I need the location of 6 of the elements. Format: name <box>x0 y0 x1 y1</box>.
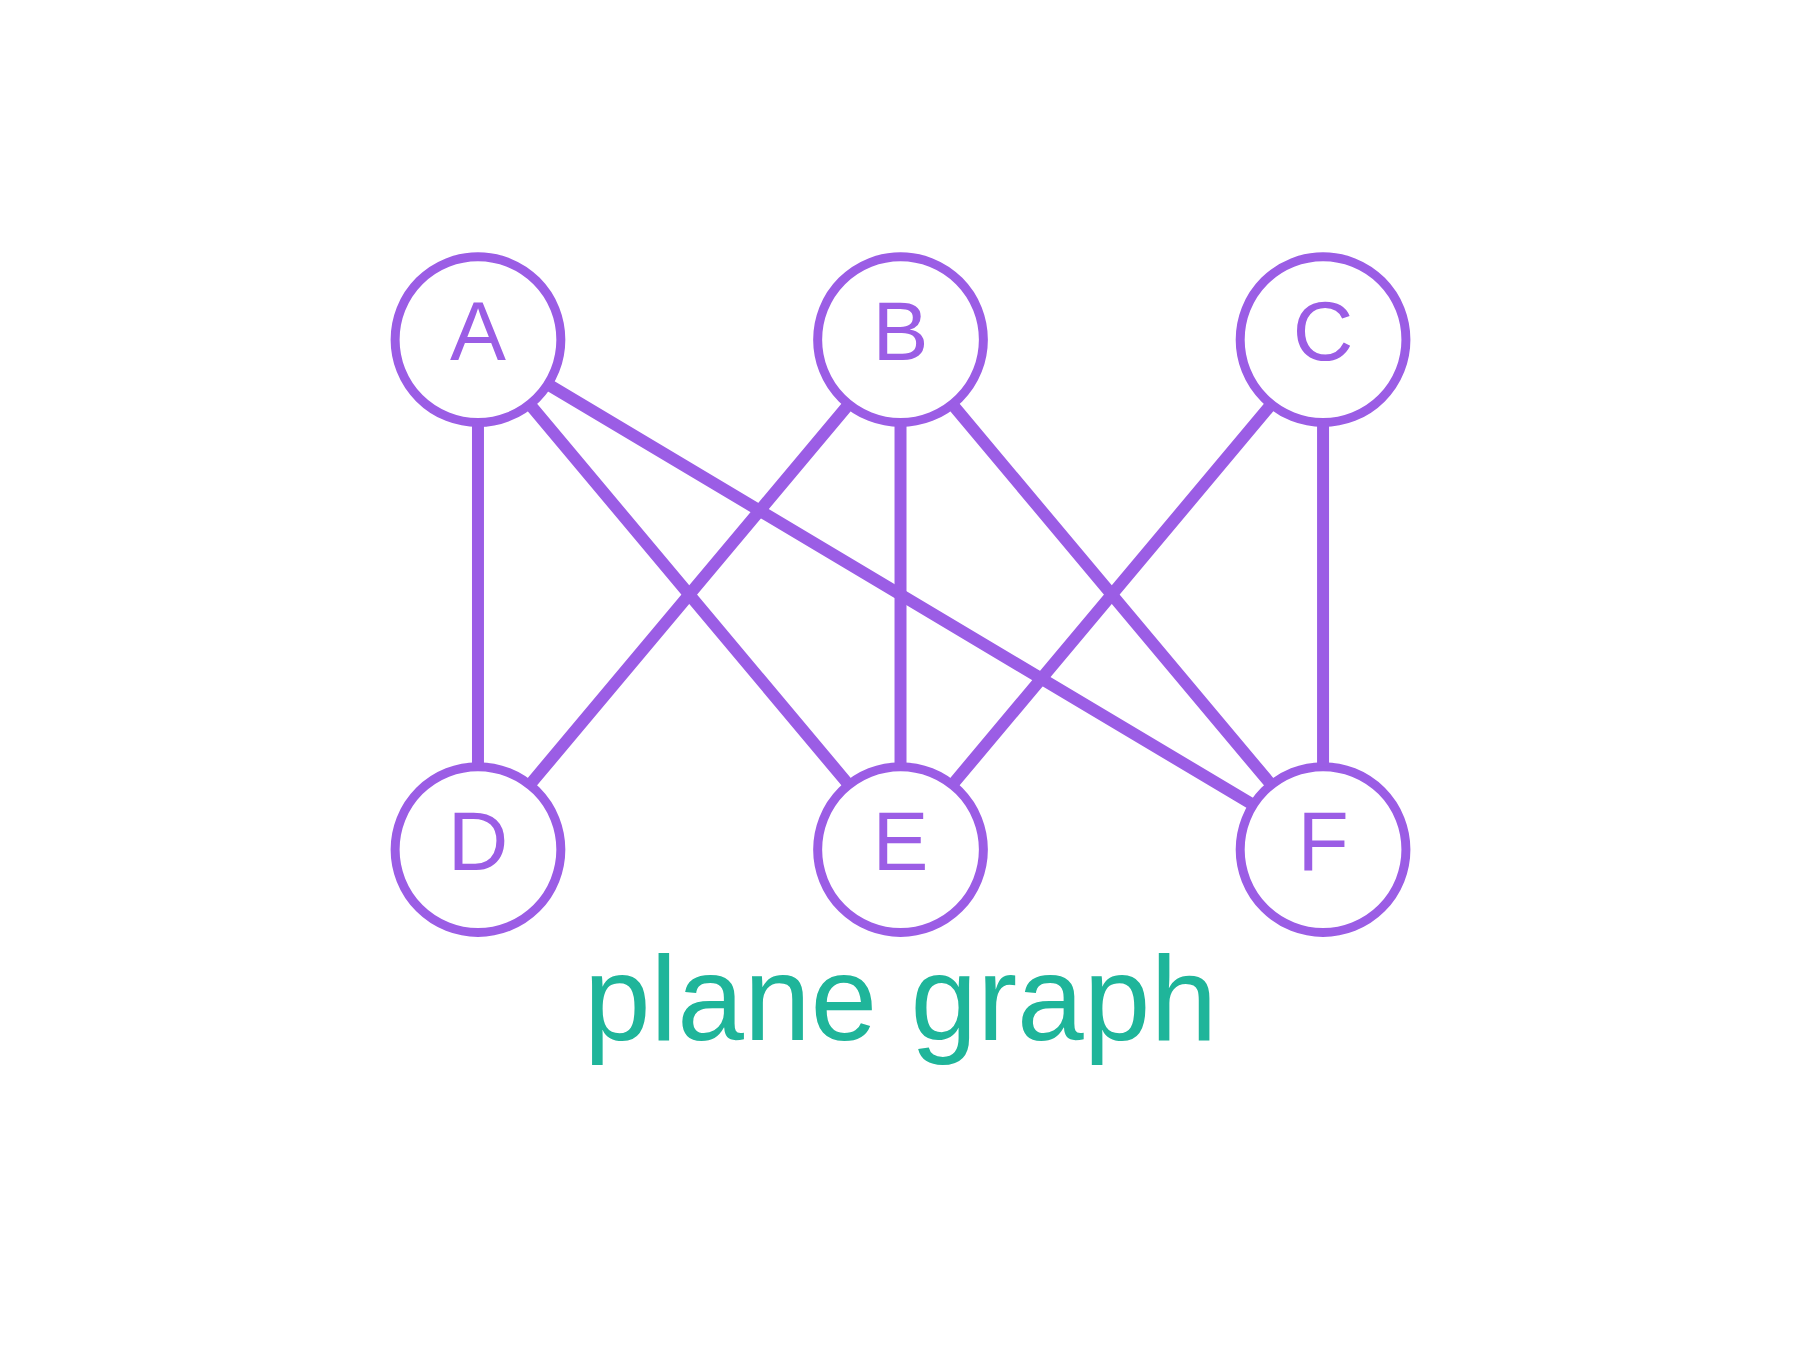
node-circle: B <box>813 252 988 427</box>
node-circle: C <box>1235 252 1411 427</box>
node-circle: F <box>1235 762 1411 937</box>
node-circle: D <box>390 762 566 937</box>
node-circle: E <box>813 762 988 937</box>
node-circle: A <box>390 252 566 427</box>
